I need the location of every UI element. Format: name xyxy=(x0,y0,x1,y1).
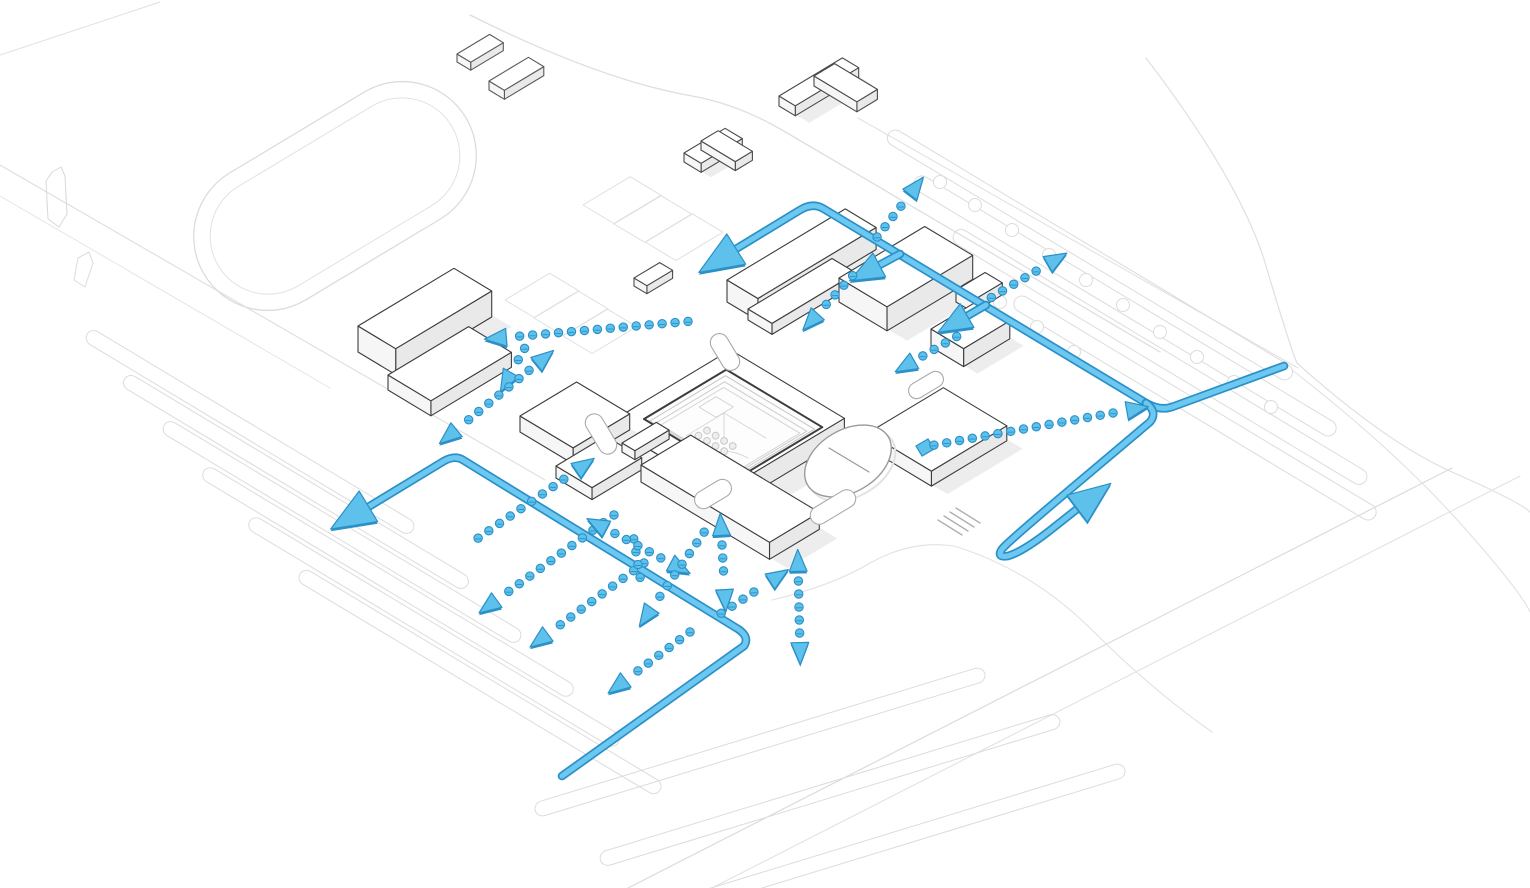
oval-hall xyxy=(803,424,893,498)
gymnasium-front xyxy=(387,326,512,417)
road-northeast xyxy=(1145,57,1298,364)
site-fragment-flagpole xyxy=(45,166,68,228)
parking-row xyxy=(202,467,574,697)
parking-row xyxy=(123,374,469,590)
small-annex-north xyxy=(633,262,674,295)
ped-path-north-parking-2 xyxy=(986,252,1068,303)
ped-path-southwest-1 xyxy=(478,510,619,616)
walkway-southeast xyxy=(771,544,1213,733)
tennis-court xyxy=(644,213,724,261)
canopy xyxy=(694,478,732,510)
ped-path-north-parking-1 xyxy=(872,176,925,242)
parking-row xyxy=(298,569,662,795)
parking-row xyxy=(886,129,1294,381)
road-northeast-2 xyxy=(1296,362,1530,513)
route-arrow-west-end xyxy=(330,490,379,532)
running-track-inner xyxy=(209,97,461,295)
tennis-court xyxy=(582,176,662,224)
ped-path-south-fan-2 xyxy=(716,568,790,619)
canopy xyxy=(809,489,857,525)
canopy xyxy=(908,370,944,400)
oval-hall-divider xyxy=(828,447,870,473)
road-north xyxy=(469,14,1161,353)
parking-row xyxy=(85,330,415,534)
outbuilding-north-1 xyxy=(456,33,504,71)
vehicular-route-northeast-leg xyxy=(1141,361,1289,413)
route-arrow-north-end xyxy=(698,233,747,275)
route-arrow-branch xyxy=(937,303,975,335)
ped-path-southwest-3 xyxy=(607,627,695,696)
road-east xyxy=(1291,369,1530,613)
parking-row xyxy=(162,421,522,643)
parking-row xyxy=(913,175,1337,437)
tennis-court xyxy=(504,272,580,318)
parking-row xyxy=(674,763,1126,888)
outbuilding-north-2 xyxy=(488,56,545,100)
ped-path-southwest-2 xyxy=(529,558,649,650)
road-west-boundary-2 xyxy=(0,195,331,389)
road-southeast-2 xyxy=(711,475,1521,888)
parking-row xyxy=(952,229,1368,485)
vehicular-route-north xyxy=(721,201,1151,408)
parking-row xyxy=(599,714,1061,866)
east-hall xyxy=(838,225,993,341)
ped-path-courtyard-north xyxy=(802,270,858,333)
parking-trees xyxy=(933,175,1278,414)
ped-path-west-door xyxy=(473,457,595,543)
ped-path-south-door-1 xyxy=(711,512,735,614)
loading-dock-ribs xyxy=(937,507,981,536)
ped-path-gym-diagonal xyxy=(438,349,555,446)
ped-path-east-annex xyxy=(894,331,962,374)
site-line-topleft xyxy=(0,1,161,56)
running-track-outer xyxy=(193,80,477,312)
route-arrow-loop-exit xyxy=(1066,482,1112,525)
courtyard-planter xyxy=(698,396,734,418)
parking-row xyxy=(248,517,620,747)
canopy xyxy=(709,333,741,371)
ped-path-south-door-2 xyxy=(788,548,810,667)
plus-building-stem xyxy=(700,130,753,172)
tennis-court xyxy=(533,290,609,336)
ped-path-gym-north xyxy=(483,316,693,349)
parking-row xyxy=(534,667,986,817)
ped-path-east-long xyxy=(929,401,1150,450)
canopy xyxy=(584,413,618,455)
rooftop-box-west xyxy=(621,421,670,461)
t-building-stem xyxy=(813,63,878,113)
site-fragment-island xyxy=(73,251,94,288)
bus-dropoff-loop xyxy=(995,398,1158,561)
tennis-court xyxy=(613,195,693,243)
route-arrow-branch xyxy=(848,252,887,283)
ped-path-south-fan xyxy=(638,527,709,629)
vehicular-route-west xyxy=(355,453,751,781)
